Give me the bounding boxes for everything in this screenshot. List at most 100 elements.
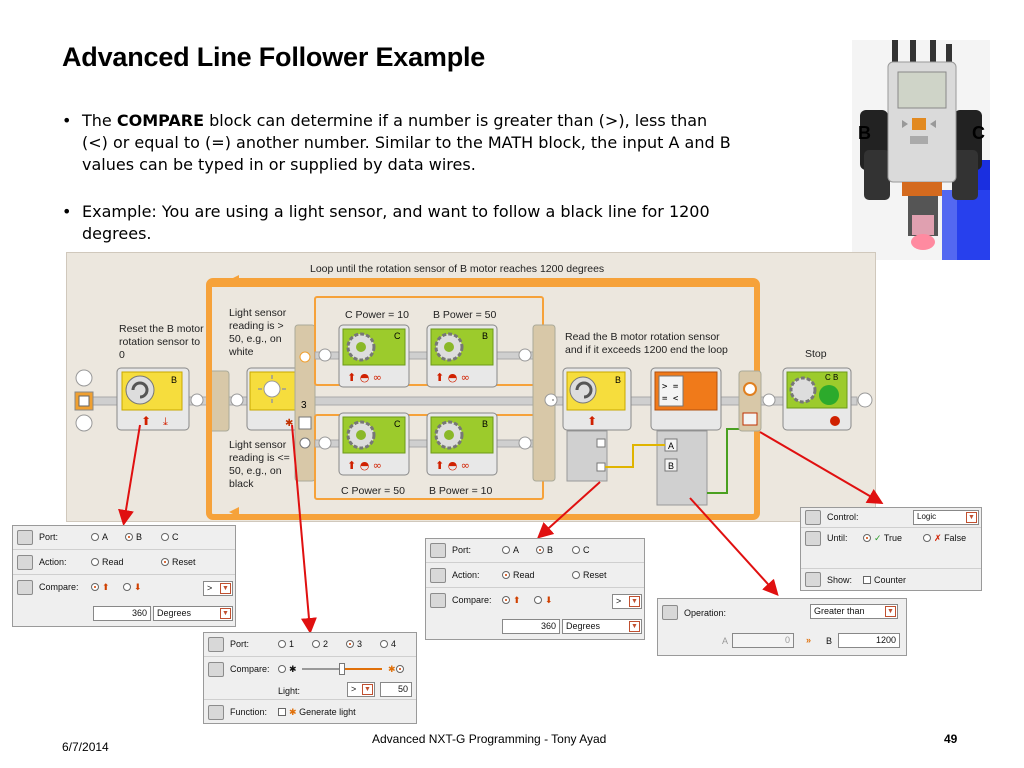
reset-rotation-config-panel: Port: A B C Action: Read Reset Compare: …	[12, 525, 236, 627]
unit-select[interactable]: Degrees▼	[153, 606, 233, 621]
operation-select[interactable]: Greater than▼	[810, 604, 898, 619]
motor-block-b-bottom[interactable]: B ⬆ ◓ ∞	[426, 412, 498, 476]
port-1-radio[interactable]: 1	[278, 639, 294, 649]
svg-text:C: C	[394, 419, 401, 429]
motor-block-c-bottom[interactable]: C ⬆ ◓ ∞	[338, 412, 410, 476]
robot-label-b: B	[858, 123, 871, 143]
svg-text:⬆ ◓ ∞: ⬆ ◓ ∞	[347, 459, 382, 472]
light-value-input[interactable]: 50	[380, 682, 412, 697]
port-4-radio[interactable]: 4	[380, 639, 396, 649]
bullet-dot: •	[62, 202, 72, 221]
port-b-radio[interactable]: B	[536, 545, 553, 555]
compare-bright-radio[interactable]: ✱	[388, 664, 407, 675]
compare-icon	[430, 593, 446, 608]
port-2-radio[interactable]: 2	[312, 639, 328, 649]
direction-forward-radio[interactable]: ⬆	[502, 595, 521, 606]
input-b-field[interactable]: 1200	[838, 633, 900, 648]
footer-date: 6/7/2014	[62, 740, 109, 754]
light-slider-thumb[interactable]	[339, 663, 345, 675]
compare-icon	[17, 580, 33, 595]
read-label: Read the B motor rotation sensor and if …	[565, 331, 728, 356]
input-a-field[interactable]: 0	[732, 633, 794, 648]
inputs-row: A 0 » B 1200	[658, 629, 906, 655]
compare-config-panel: Operation: Greater than▼ A 0 » B 1200	[657, 598, 907, 656]
robot-image: B C	[852, 40, 990, 260]
compare-dark-radio[interactable]: ✱	[278, 664, 297, 675]
svg-text:B: B	[171, 375, 177, 385]
reset-rotation-block[interactable]: B ⬆ ⤓	[116, 367, 190, 431]
port-c-radio[interactable]: C	[572, 545, 590, 555]
port-row: Port: 1 2 3 4	[204, 633, 416, 657]
show-counter-checkbox[interactable]: Counter	[863, 575, 906, 585]
svg-text:= <: = <	[662, 394, 679, 404]
action-row: Action: Read Reset	[426, 564, 644, 588]
bullet-dot: •	[62, 111, 72, 130]
reset-label: Reset the B motor rotation sensor to 0	[119, 323, 204, 361]
svg-text:B: B	[482, 331, 488, 341]
compare-operator-select[interactable]: >▼	[612, 594, 642, 609]
svg-text:⬆ ◓ ∞: ⬆ ◓ ∞	[347, 371, 382, 384]
direction-backward-radio[interactable]: ⬇	[534, 595, 553, 606]
svg-text:C: C	[394, 331, 401, 341]
svg-text:⬆ ◓ ∞: ⬆ ◓ ∞	[435, 371, 470, 384]
wire-plug-icon: »	[806, 635, 812, 645]
direction-forward-radio[interactable]: ⬆	[91, 582, 110, 593]
nxt-program-diagram: B ⬆ ⤓ ✱ 3	[66, 252, 876, 522]
compare-row: Compare: ✱ ✱ Light: >▼ 50	[204, 658, 416, 700]
svg-text:⬆: ⬆	[587, 414, 597, 428]
compare-icon	[208, 662, 224, 677]
compare-block[interactable]: > = = < A B	[650, 367, 722, 506]
light-slider-fill	[342, 668, 382, 670]
svg-text:> =: > =	[662, 382, 679, 392]
top-power-b: B Power = 50	[433, 309, 497, 321]
port-icon	[208, 637, 224, 652]
port-c-radio[interactable]: C	[161, 532, 179, 542]
loop-label: Loop until the rotation sensor of B moto…	[310, 263, 605, 275]
read-rotation-config-panel: Port: A B C Action: Read Reset Compare: …	[425, 538, 645, 640]
control-select[interactable]: Logic▼	[913, 510, 979, 525]
until-true-radio[interactable]: ✓ True	[863, 533, 902, 544]
until-false-radio[interactable]: ✗ False	[923, 533, 966, 544]
action-read-radio[interactable]: Read	[502, 570, 535, 580]
show-row: Show: Counter	[801, 570, 981, 591]
action-reset-radio[interactable]: Reset	[572, 570, 607, 580]
light-high-label: Light sensor reading is > 50, e.g., on w…	[229, 307, 287, 358]
svg-text:C B: C B	[825, 373, 838, 382]
show-icon	[805, 572, 821, 587]
loop-config-panel: Control: Logic▼ Until: ✓ True ✗ False Sh…	[800, 507, 982, 591]
compare-operator-select[interactable]: >▼	[203, 581, 233, 596]
stop-label: Stop	[805, 348, 827, 360]
motor-block-c-top[interactable]: C ⬆ ◓ ∞	[338, 324, 410, 388]
calculator-icon	[662, 605, 678, 620]
read-rotation-block[interactable]: B ⬆	[562, 367, 632, 482]
slide-title: Advanced Line Follower Example	[62, 42, 486, 72]
action-read-radio[interactable]: Read	[91, 557, 124, 567]
bottom-power-c: C Power = 50	[341, 485, 405, 497]
port-3-radio[interactable]: 3	[346, 639, 362, 649]
action-row: Action: Read Reset	[13, 551, 235, 575]
motor-block-b-top[interactable]: B ⬆ ◓ ∞	[426, 324, 498, 388]
generate-light-checkbox[interactable]: ✱ Generate light	[278, 707, 356, 718]
compare-value-input[interactable]: 360	[502, 619, 560, 634]
port-a-radio[interactable]: A	[502, 545, 519, 555]
svg-text:⬆ ◓ ∞: ⬆ ◓ ∞	[435, 459, 470, 472]
light-operator-select[interactable]: >▼	[347, 682, 375, 697]
bullet-compare-text: The COMPARE block can determine if a num…	[82, 111, 731, 174]
compare-keyword: COMPARE	[116, 111, 204, 130]
direction-backward-radio[interactable]: ⬇	[123, 582, 142, 593]
action-icon	[17, 555, 33, 570]
bottom-power-b: B Power = 10	[429, 485, 493, 497]
svg-text:B: B	[615, 375, 621, 385]
port-b-radio[interactable]: B	[125, 532, 142, 542]
port-icon	[430, 543, 446, 558]
port-a-radio[interactable]: A	[91, 532, 108, 542]
light-sensor-block[interactable]: ✱	[246, 367, 300, 431]
stop-motor-block[interactable]: C B	[782, 367, 852, 431]
until-icon	[805, 531, 821, 546]
footer-title: Advanced NXT-G Programming - Tony Ayad	[372, 732, 607, 746]
action-reset-radio[interactable]: Reset	[161, 557, 196, 567]
program-canvas: B ⬆ ⤓ ✱ 3	[74, 275, 873, 520]
compare-value-input[interactable]: 360	[93, 606, 151, 621]
unit-select[interactable]: Degrees▼	[562, 619, 642, 634]
function-row: Function: ✱ Generate light	[204, 701, 416, 725]
